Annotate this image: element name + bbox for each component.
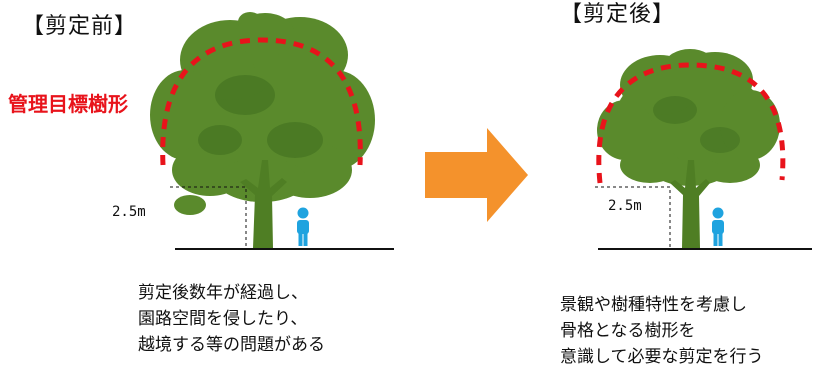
before-height-label: 2.5m xyxy=(112,204,146,220)
after-person-icon xyxy=(712,207,724,246)
after-caption-line: 景観や樹種特性を考慮し xyxy=(560,295,747,315)
before-target-outline xyxy=(160,37,363,166)
before-height-guide xyxy=(170,186,247,248)
before-trunk xyxy=(240,160,287,248)
right-arrow-icon xyxy=(425,128,528,222)
before-caption-line: 園路空間を侵したり、 xyxy=(138,309,308,329)
before-title: 【剪定前】 xyxy=(22,14,138,39)
after-panel xyxy=(595,49,812,250)
before-person-icon xyxy=(297,207,309,246)
before-panel xyxy=(150,12,394,250)
after-target-outline xyxy=(596,62,786,184)
after-caption: 景観や樹種特性を考慮し 骨格となる樹形を 意識して必要な剪定を行う xyxy=(560,292,764,370)
management-target-label: 管理目標樹形 xyxy=(8,92,128,116)
after-caption-line: 骨格となる樹形を xyxy=(560,321,696,341)
before-caption: 剪定後数年が経過し、 園路空間を侵したり、 越境する等の問題がある xyxy=(138,280,325,358)
before-caption-line: 越境する等の問題がある xyxy=(138,335,325,355)
before-caption-line: 剪定後数年が経過し、 xyxy=(138,283,308,303)
after-trunk xyxy=(670,160,710,248)
after-caption-line: 意識して必要な剪定を行う xyxy=(560,347,764,367)
after-height-label: 2.5m xyxy=(608,198,642,214)
after-height-guide xyxy=(595,186,671,248)
after-title: 【剪定後】 xyxy=(560,2,676,27)
